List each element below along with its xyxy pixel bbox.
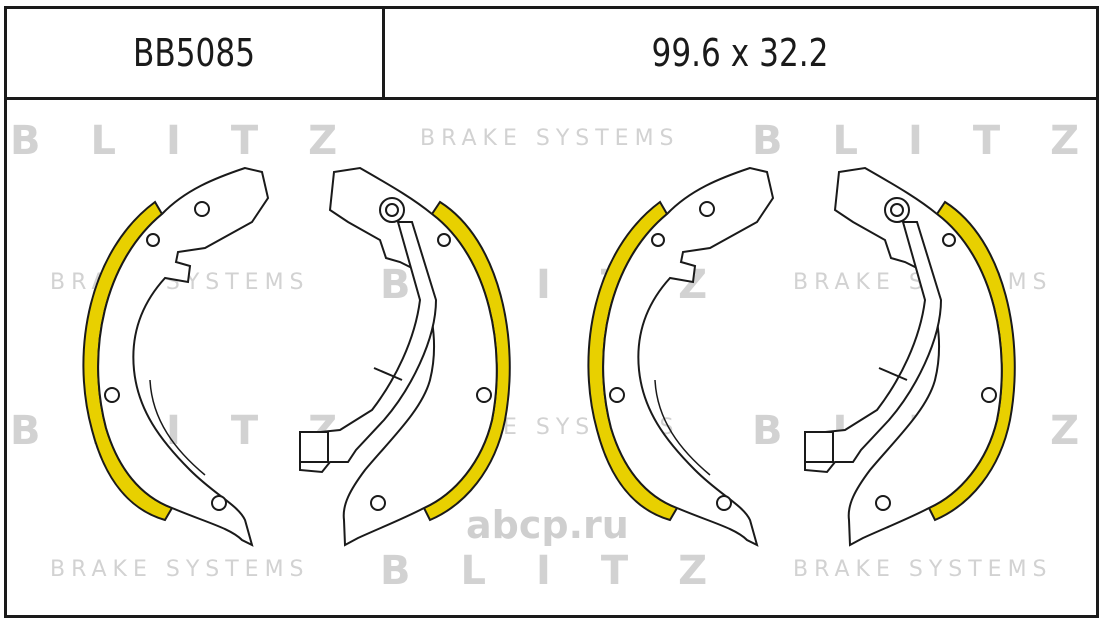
- watermark-brand: BLITZ: [752, 118, 1101, 164]
- abcp-logo: abcp.ru: [466, 503, 629, 547]
- part-number: BB5085: [132, 31, 256, 75]
- brake-shoe-left: [82, 167, 269, 546]
- brake-shoe-right: [804, 167, 1016, 546]
- shoe-set-right: [587, 167, 1016, 546]
- watermark-brand: BLITZ: [380, 548, 758, 594]
- brake-shoe-right: [299, 167, 511, 546]
- abcp-logo-text: abcp.ru: [466, 503, 629, 547]
- watermark-tagline: BRAKE SYSTEMS: [420, 126, 680, 151]
- header-bottom-rule: [7, 97, 1096, 100]
- dimensions: 99.6 x 32.2: [651, 31, 829, 75]
- watermark-tagline: BRAKE SYSTEMS: [50, 557, 310, 582]
- watermark-brand: BLITZ: [10, 118, 388, 164]
- header-divider: [382, 9, 385, 97]
- brake-shoe-left: [587, 167, 774, 546]
- drawing-frame: BB5085 99.6 x 32.2: [4, 6, 1099, 618]
- watermark-tagline: BRAKE SYSTEMS: [793, 557, 1053, 582]
- watermark-brand: BLITZ: [10, 408, 388, 454]
- shoe-set-left: [82, 167, 511, 546]
